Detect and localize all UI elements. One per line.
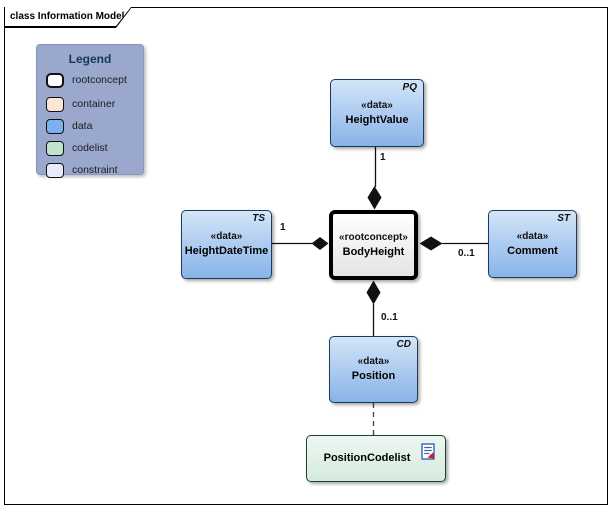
rootconcept-swatch: [46, 72, 64, 88]
legend-label: rootconcept: [72, 74, 127, 86]
legend-item-rootconcept: rootconcept: [46, 72, 127, 88]
node-position[interactable]: CD «data» Position: [329, 336, 418, 403]
data-swatch: [46, 118, 64, 134]
legend-label: container: [72, 98, 116, 110]
multiplicity-position: 0..1: [381, 312, 398, 323]
constraint-swatch: [46, 162, 64, 178]
legend-label: constraint: [72, 164, 118, 176]
node-stereotype: «rootconcept»: [339, 231, 408, 243]
legend: Legend rootconcept container data codeli…: [36, 44, 144, 178]
codelist-swatch: [46, 140, 64, 156]
node-heightdatetime[interactable]: TS «data» HeightDateTime: [181, 210, 272, 279]
legend-item-codelist: codelist: [46, 140, 108, 156]
node-name: PositionCodelist: [323, 452, 411, 464]
linked-document-icon[interactable]: [421, 443, 436, 461]
diagram-title-tab-inner: class Information Model: [5, 7, 131, 26]
node-stereotype: «data»: [357, 356, 390, 367]
multiplicity-heightdatetime: 1: [280, 222, 286, 233]
node-stereotype: «data»: [516, 230, 549, 242]
node-comment[interactable]: ST «data» Comment: [488, 210, 577, 278]
node-bodyheight[interactable]: «rootconcept» BodyHeight: [329, 210, 418, 280]
diagram-title-tab: class Information Model: [4, 7, 132, 28]
type-abbrev: PQ: [402, 82, 417, 93]
diagram-title: class Information Model: [10, 11, 125, 22]
node-name: HeightValue: [345, 113, 409, 126]
container-swatch: [46, 96, 64, 112]
multiplicity-comment: 0..1: [458, 248, 475, 259]
node-name: BodyHeight: [342, 245, 405, 258]
node-stereotype: «data»: [361, 99, 393, 111]
node-stereotype: «data»: [210, 231, 243, 242]
multiplicity-heightvalue: 1: [380, 152, 386, 163]
node-heightvalue[interactable]: PQ «data» HeightValue: [330, 79, 424, 147]
node-name: Comment: [507, 244, 558, 257]
legend-item-container: container: [46, 96, 115, 112]
type-abbrev: TS: [252, 213, 265, 224]
type-abbrev: ST: [557, 213, 570, 224]
node-name: HeightDateTime: [184, 245, 269, 257]
legend-label: data: [72, 120, 93, 132]
legend-label: codelist: [72, 142, 108, 154]
legend-title: Legend: [68, 52, 112, 66]
legend-item-constraint: constraint: [46, 162, 118, 178]
legend-item-data: data: [46, 118, 92, 134]
node-name: Position: [351, 370, 396, 382]
type-abbrev: CD: [396, 339, 411, 350]
node-positioncodelist[interactable]: PositionCodelist: [306, 435, 446, 482]
